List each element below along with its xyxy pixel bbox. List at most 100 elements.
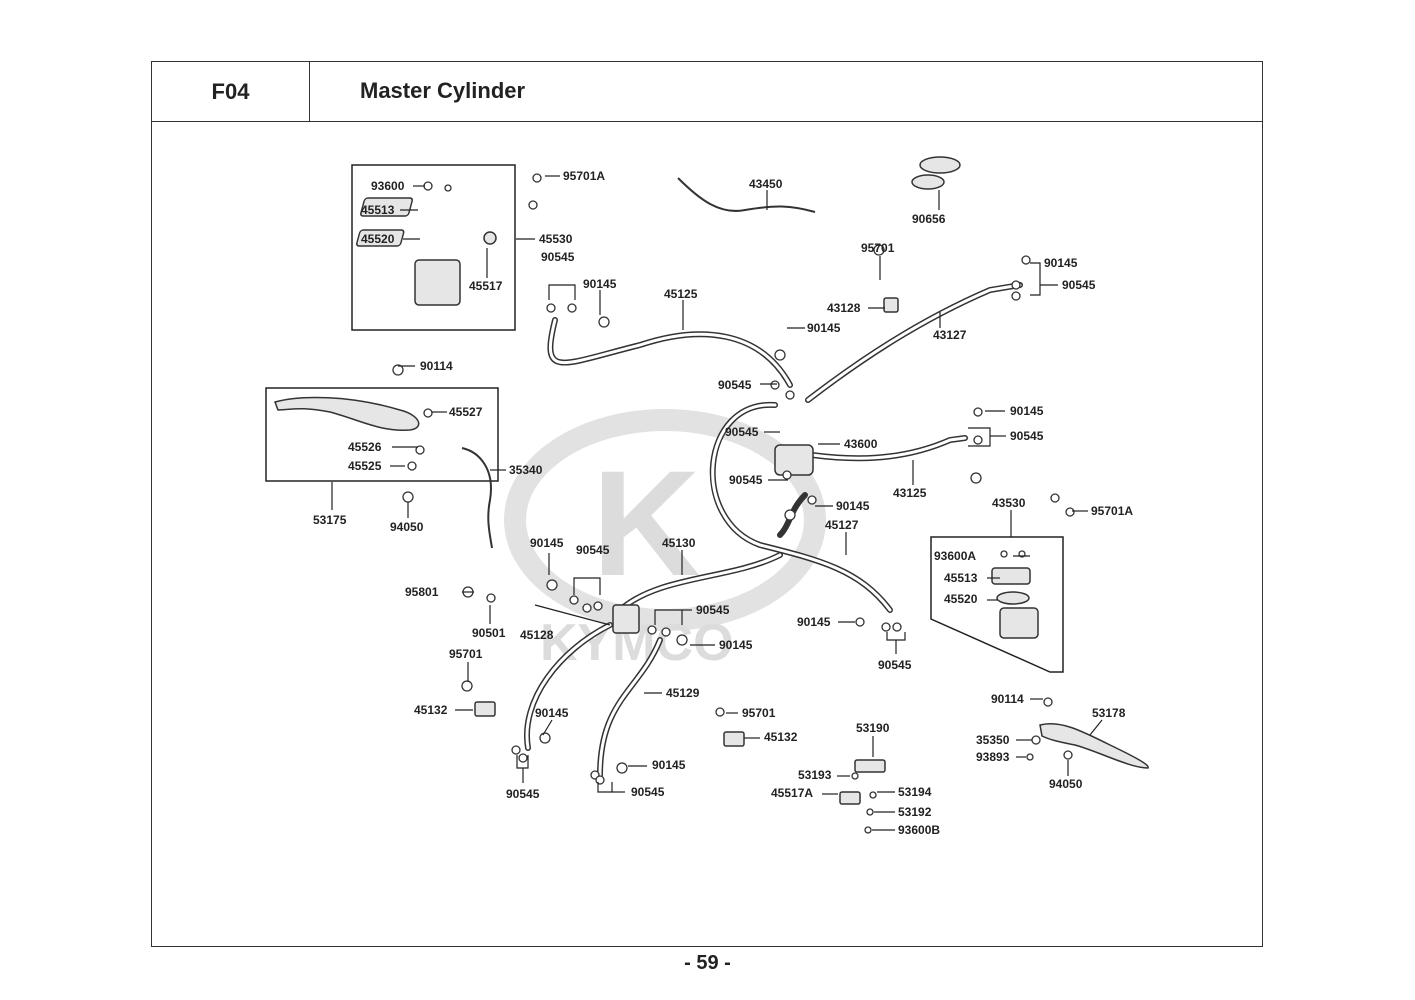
rear-master-cylinder-box <box>930 536 1064 673</box>
part-label: 90145 <box>652 758 686 772</box>
part-label: 53190 <box>856 721 890 735</box>
lever-kit-box <box>265 387 499 482</box>
part-label: 45128 <box>520 628 554 642</box>
page-title: Master Cylinder <box>360 78 526 103</box>
components <box>274 156 1149 805</box>
part-label: 90545 <box>696 603 730 617</box>
part-label: 53175 <box>313 513 347 527</box>
fasteners <box>392 173 1075 834</box>
part-label: 90545 <box>718 378 752 392</box>
part-label: 45132 <box>414 703 448 717</box>
part-label: 45517 <box>469 279 503 293</box>
part-label: 94050 <box>390 520 424 534</box>
part-label: 95701A <box>563 169 605 183</box>
part-label: 95701 <box>742 706 776 720</box>
hose-guide <box>474 701 496 717</box>
part-label: 90145 <box>1044 256 1078 270</box>
part-label: 90145 <box>535 706 569 720</box>
part-label: 94050 <box>1049 777 1083 791</box>
rear-master-cylinder <box>999 607 1039 639</box>
part-label: 45526 <box>348 440 382 454</box>
part-label: 93893 <box>976 750 1010 764</box>
part-label: 45129 <box>666 686 700 700</box>
part-label: 53178 <box>1092 706 1126 720</box>
part-label: 95801 <box>405 585 439 599</box>
throttle-cable <box>677 177 816 213</box>
parking-brake-bracket <box>854 759 886 773</box>
part-label: 53193 <box>798 768 832 782</box>
part-label: 90114 <box>991 692 1024 706</box>
part-label: 45132 <box>764 730 798 744</box>
part-label: 90114 <box>420 359 453 373</box>
part-label: 90145 <box>719 638 753 652</box>
part-label: 93600A <box>934 549 976 563</box>
part-label: 90145 <box>836 499 870 513</box>
part-label: 95701A <box>1091 504 1133 518</box>
part-label: 90545 <box>541 250 575 264</box>
part-label: 45530 <box>539 232 573 246</box>
reservoir-diaphragm <box>356 229 405 247</box>
part-label: 43125 <box>893 486 927 500</box>
part-label: 90145 <box>583 277 617 291</box>
part-label: 90145 <box>530 536 564 550</box>
rear-reservoir-cap <box>991 567 1031 585</box>
part-label: 45513 <box>944 571 978 585</box>
part-label: 90545 <box>1010 429 1044 443</box>
part-label: 43128 <box>827 301 861 315</box>
parking-brake-lock <box>839 791 861 805</box>
part-label: 35340 <box>509 463 543 477</box>
part-label: 43530 <box>992 496 1026 510</box>
master-cylinder-body <box>414 259 461 306</box>
header-divider <box>151 121 1263 122</box>
diagram-frame <box>151 61 1263 947</box>
part-label: 45130 <box>662 536 696 550</box>
part-label: 45520 <box>944 592 978 606</box>
proportioning-valve <box>612 604 640 634</box>
junction-block <box>774 444 814 476</box>
part-labels: 93600 45513 45520 45530 45517 95701A 434… <box>313 169 1133 837</box>
part-label: 45125 <box>664 287 698 301</box>
hose-clamp-ring-2 <box>911 174 945 190</box>
part-label: 53192 <box>898 805 932 819</box>
rear-brake-lever <box>1039 723 1149 769</box>
part-label: 90501 <box>472 626 506 640</box>
hose-clamp-ring <box>919 156 961 174</box>
part-label: 90545 <box>576 543 610 557</box>
part-label: 43127 <box>933 328 967 342</box>
part-label: 95701 <box>861 241 895 255</box>
part-label: 90545 <box>631 785 665 799</box>
hose-guide-2 <box>723 731 745 747</box>
part-label: 45127 <box>825 518 859 532</box>
part-label: 43450 <box>749 177 783 191</box>
page-number: - 59 - <box>684 952 731 974</box>
rear-reservoir-seal <box>996 591 1030 605</box>
part-label: 90545 <box>878 658 912 672</box>
part-label: 53194 <box>898 785 932 799</box>
part-label: 43600 <box>844 437 878 451</box>
part-label: 90545 <box>1062 278 1096 292</box>
part-label: 45517A <box>771 786 813 800</box>
master-cylinder-kit-box <box>351 164 516 331</box>
part-label: 95701 <box>449 647 483 661</box>
hose-highlights <box>525 283 1022 777</box>
leader-lines <box>331 175 1103 831</box>
part-label: 90145 <box>1010 404 1044 418</box>
part-label: 90545 <box>725 425 759 439</box>
part-label: 45527 <box>449 405 483 419</box>
brake-light-switch <box>483 231 497 245</box>
part-label: 90145 <box>807 321 841 335</box>
part-label: 93600 <box>371 179 405 193</box>
part-label: 90656 <box>912 212 946 226</box>
part-label: 45525 <box>348 459 382 473</box>
part-label: 90145 <box>797 615 831 629</box>
part-label: 90545 <box>729 473 763 487</box>
part-label: 93600B <box>898 823 940 837</box>
switch-wire <box>461 447 493 549</box>
part-label: 35350 <box>976 733 1010 747</box>
part-label: 45520 <box>361 232 395 246</box>
reservoir-cap <box>360 197 414 217</box>
part-label: 45513 <box>361 203 395 217</box>
front-brake-lever <box>274 396 420 431</box>
part-label: 90545 <box>506 787 540 801</box>
